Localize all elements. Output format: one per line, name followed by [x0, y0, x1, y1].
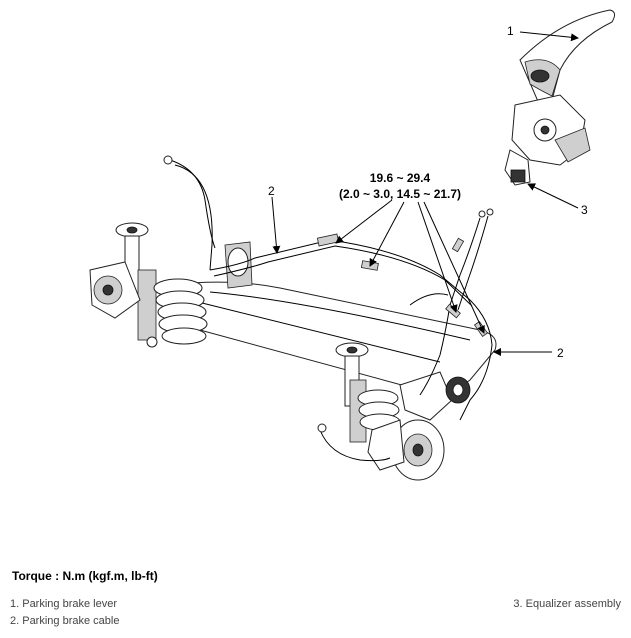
callout-1: 1 — [507, 24, 514, 38]
parking-brake-cables — [163, 155, 494, 462]
callout-3: 3 — [581, 203, 588, 217]
leader-lines — [271, 31, 579, 356]
parking-brake-diagram: 1 2 3 2 19.6 ~ 29.4 (2.0 ~ 3.0, 14.5 ~ 2… — [89, 9, 616, 481]
legend-item-parking-brake-cable: 2. Parking brake cable — [10, 615, 120, 627]
legend-item-equalizer-assembly: 3. Equalizer assembly — [513, 598, 621, 610]
callout-2-right: 2 — [557, 346, 564, 360]
rear-axle-beam — [163, 241, 497, 392]
torque-value-nm: 19.6 ~ 29.4 — [370, 171, 431, 185]
torque-title: Torque : N.m (kgf.m, lb-ft) — [12, 569, 158, 583]
legend-item-parking-brake-lever: 1. Parking brake lever — [10, 598, 117, 610]
torque-value-other: (2.0 ~ 3.0, 14.5 ~ 21.7) — [339, 187, 461, 201]
parking-brake-lever — [504, 9, 616, 186]
right-strut-assembly — [335, 342, 471, 481]
callout-2-left: 2 — [268, 184, 275, 198]
left-strut-assembly — [89, 222, 208, 348]
